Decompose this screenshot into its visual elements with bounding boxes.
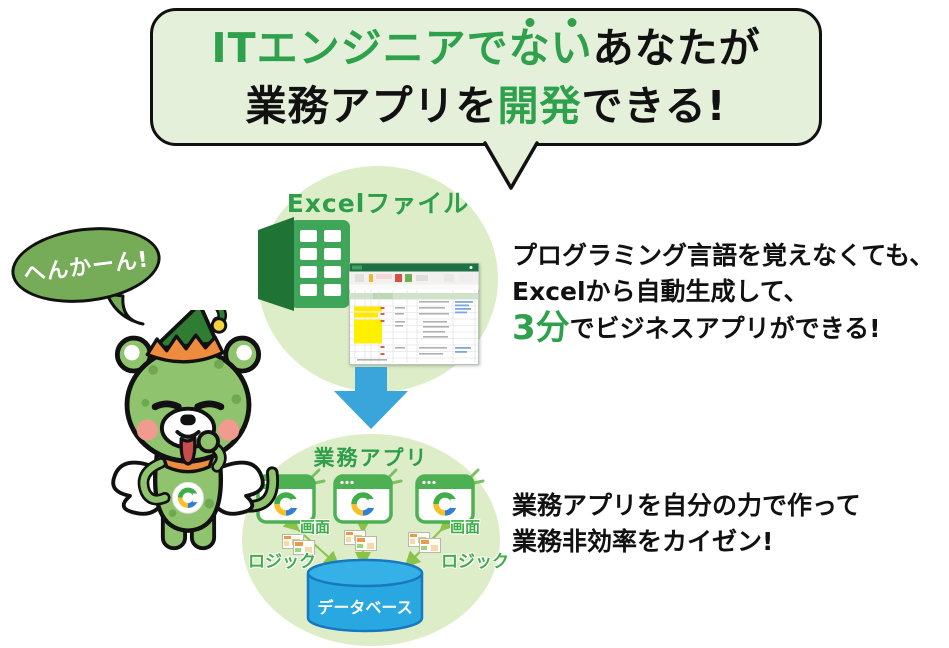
headline-speech-bubble: ITエンジニアでないあなたが 業務アプリを開発できる! (150, 8, 822, 146)
closed-eye-left (151, 400, 182, 411)
app-section-label: 業務アプリ (313, 446, 429, 470)
logic-label-2: ロジック (441, 552, 509, 572)
benefit-1-line-2: Excelから自動生成して、 (512, 277, 809, 306)
headline-black-text-3: できる! (581, 82, 727, 130)
benefit-1-highlight: 3分 (512, 308, 570, 348)
benefit-1-line-3-rest: でビジネスアプリができる! (569, 314, 881, 343)
chest-badge (172, 481, 204, 514)
c-logo-icon (177, 487, 201, 508)
mascot-speech-text: へんかーん! (22, 247, 151, 288)
mascot-bear (111, 310, 280, 551)
logic-flowchart-thumbnail-2 (344, 530, 377, 551)
headline-line-1: ITエンジニアでないあなたが (153, 19, 819, 77)
logic-flowchart-thumbnail-3 (408, 532, 441, 553)
benefit-2-line-2: 業務非効率をカイゼン! (512, 527, 774, 556)
elf-hat (145, 310, 228, 364)
database-icon: データベース (306, 558, 424, 633)
mascot-bubble-tail (105, 294, 145, 326)
angel-wing-right (211, 460, 265, 516)
excel-section-label: Excelファイル (286, 189, 470, 218)
database-label: データベース (317, 598, 412, 617)
benefit-text-1: プログラミング言語を覚えなくても、 Excelから自動生成して、 3分でビジネス… (512, 238, 934, 347)
c-logo-icon (274, 492, 301, 516)
c-logo-icon (351, 492, 378, 516)
c-logo-icon (433, 492, 460, 516)
headline-green-text-2: 開発 (497, 82, 582, 130)
transform-down-arrow-icon (334, 367, 408, 429)
benefit-2-line-1: 業務アプリを自分の力で作って (512, 491, 861, 520)
screen-label-1: 画面 (300, 518, 331, 536)
speech-bubble-tail (483, 141, 539, 190)
excel-spreadsheet-screenshot (349, 263, 479, 365)
headline-emphasized-char-2: い (551, 19, 593, 77)
headline-black-text-2: 業務アプリを (245, 82, 498, 130)
sparkle-icon (469, 468, 485, 485)
nose (180, 414, 196, 426)
headline-green-text: ITエンジニアで (211, 24, 509, 72)
excel-logo-icon (258, 217, 350, 311)
headline-emphasized-char-1: な (509, 19, 551, 77)
benefit-1-line-1: プログラミング言語を覚えなくても、 (512, 241, 935, 270)
headline-line-2: 業務アプリを開発できる! (153, 77, 819, 135)
app-window-icon-3 (415, 468, 485, 524)
sparkle-icon (387, 468, 403, 485)
headline-black-text: あなたが (592, 24, 761, 72)
benefit-text-2: 業務アプリを自分の力で作って 業務非効率をカイゼン! (512, 488, 861, 560)
sparkle-icon (310, 468, 326, 485)
tongue (179, 436, 197, 466)
hat-bell (210, 317, 228, 334)
benefit-1-line-3: 3分でビジネスアプリができる! (512, 310, 934, 347)
screen-label-2: 画面 (450, 518, 481, 536)
app-window-icon-2 (333, 468, 403, 524)
closed-eye-right (194, 400, 225, 411)
